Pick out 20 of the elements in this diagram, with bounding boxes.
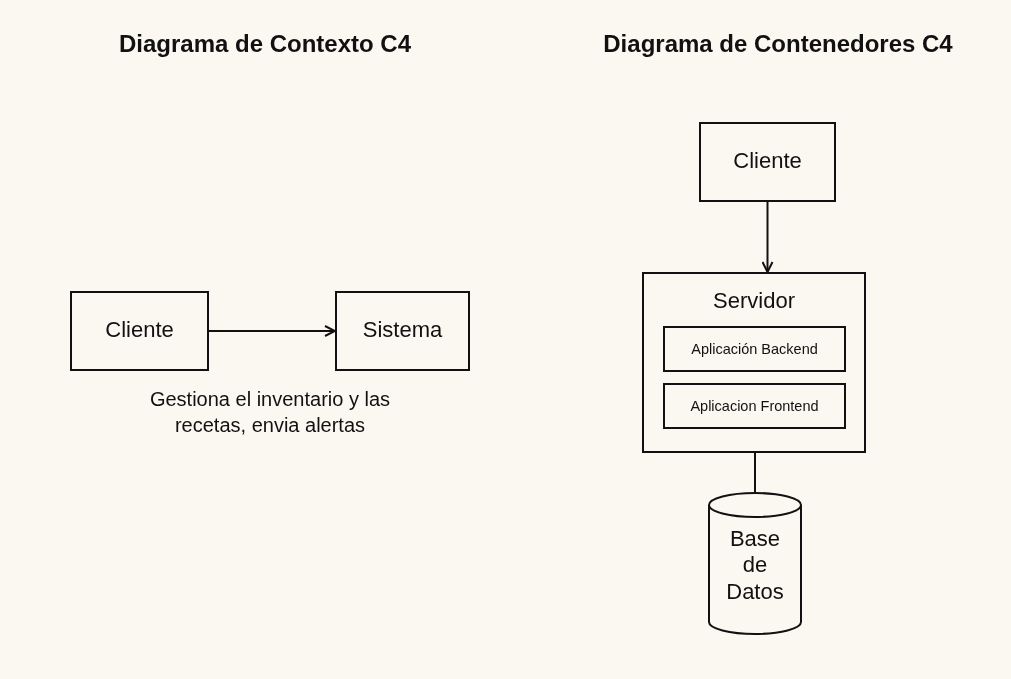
section-heading: Diagrama de Contexto C4 — [117, 29, 413, 59]
node-label: Sistema — [361, 317, 444, 344]
container-box — [642, 272, 866, 453]
section-heading: Diagrama de Contenedores C4 — [602, 29, 954, 59]
node-label: Cliente — [732, 148, 803, 175]
description-text: Gestiona el inventario y las recetas, envia alertas — [148, 387, 392, 438]
node-label: Cliente — [104, 317, 175, 344]
component-box — [663, 326, 846, 372]
arrow — [208, 325, 336, 337]
connector-line — [754, 452, 756, 493]
node-label: Servidor — [712, 288, 796, 315]
person-box — [699, 122, 836, 202]
system-box — [335, 291, 470, 371]
database-cylinder — [708, 492, 802, 635]
node-label: Aplicacion Frontend — [689, 398, 820, 416]
person-box — [70, 291, 209, 371]
component-box — [663, 383, 846, 429]
node-label: Base de Datos — [725, 526, 785, 606]
arrow — [761, 201, 774, 273]
node-label: Aplicación Backend — [690, 341, 819, 359]
